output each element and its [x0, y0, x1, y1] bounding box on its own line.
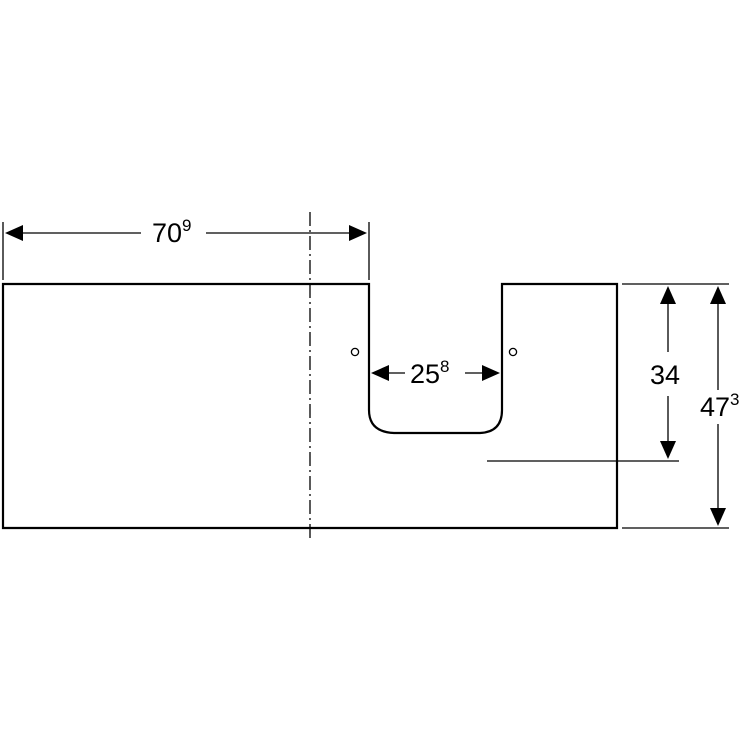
- arrow-width-left: [5, 225, 23, 241]
- overall-depth-label: 473: [700, 390, 740, 422]
- arrow-cutout-left: [371, 365, 389, 381]
- overall-width-label: 709: [152, 216, 192, 248]
- cutout-depth-label: 34: [650, 360, 680, 390]
- arrow-cutout-depth-top: [660, 286, 676, 304]
- cutout-width-label: 258: [410, 357, 450, 389]
- arrow-width-right: [349, 225, 367, 241]
- arrow-overall-depth-top: [710, 286, 726, 304]
- arrow-cutout-right: [482, 365, 500, 381]
- mounting-hole-left: [350, 347, 360, 357]
- mounting-hole-right: [508, 347, 518, 357]
- countertop-outline: [1, 282, 619, 530]
- arrow-overall-depth-bottom: [710, 508, 726, 526]
- arrow-cutout-depth-bottom: [660, 441, 676, 459]
